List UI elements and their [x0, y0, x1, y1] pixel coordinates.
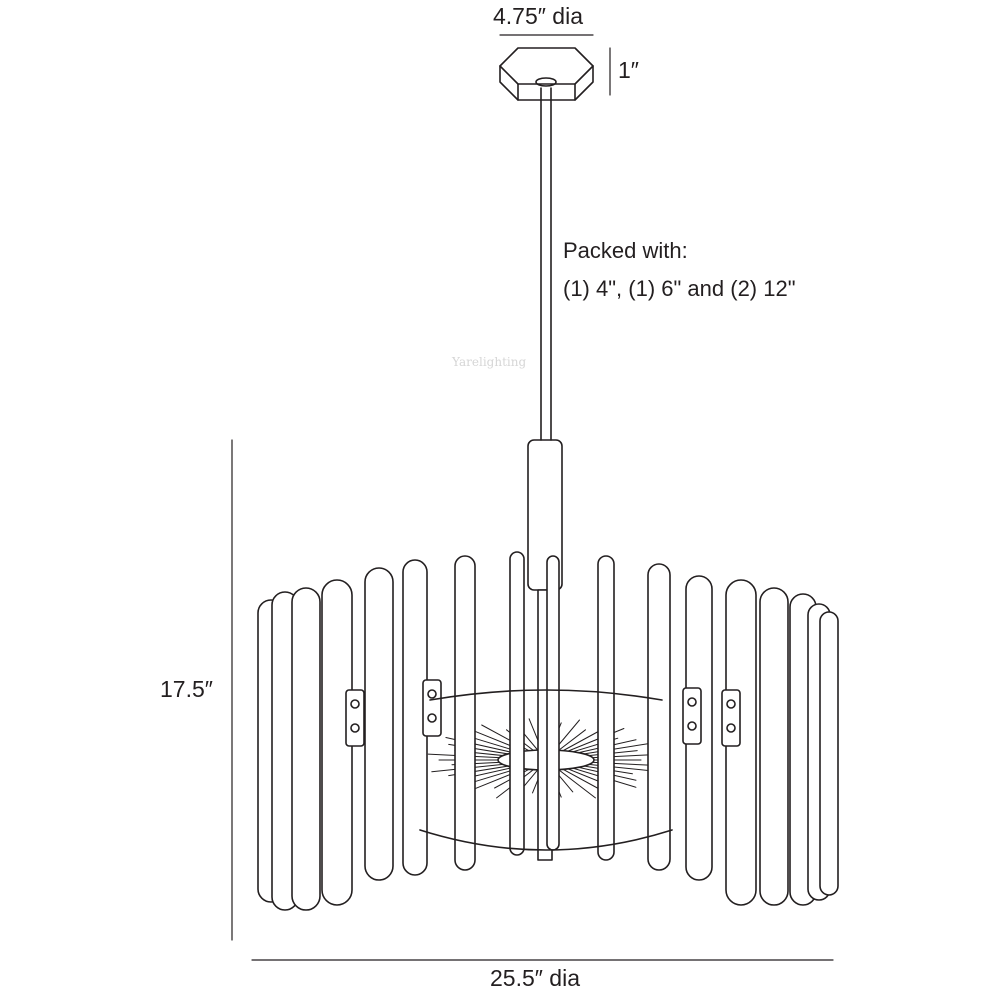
bracket-hole: [687, 697, 697, 707]
glass-fin: [364, 567, 394, 881]
bracket-hole: [427, 713, 437, 723]
upper-ring: [429, 689, 663, 701]
packed-with-rods: (1) 4", (1) 6" and (2) 12": [563, 276, 796, 301]
glass-fin: [509, 551, 525, 856]
canopy: [499, 47, 594, 101]
bracket-hole: [687, 721, 697, 731]
glass-fin: [819, 611, 839, 896]
canopy-height-label: 1″: [618, 57, 639, 83]
glass-fin: [597, 555, 615, 861]
overall-height-label: 17.5″: [160, 676, 213, 702]
lower-ring: [419, 829, 673, 851]
mount-bracket: [345, 689, 365, 747]
bracket-hole: [726, 723, 736, 733]
down-rod: [527, 87, 563, 591]
canopy-diameter-label: 4.75″ dia: [493, 3, 583, 29]
mount-bracket: [422, 679, 442, 737]
mount-bracket: [682, 687, 702, 745]
glass-fin: [759, 587, 789, 906]
fixture-body: [257, 551, 839, 911]
bracket-hole: [350, 699, 360, 709]
mount-bracket: [721, 689, 741, 747]
bracket-hole: [350, 723, 360, 733]
packed-with-heading: Packed with:: [563, 238, 688, 263]
glass-fin: [647, 563, 671, 871]
glass-fin: [454, 555, 476, 871]
bracket-hole: [726, 699, 736, 709]
glass-fin: [546, 555, 560, 851]
fixture-diameter-label: 25.5″ dia: [490, 965, 580, 991]
bracket-hole: [427, 689, 437, 699]
watermark: Yarelighting: [452, 355, 527, 369]
glass-fin: [291, 587, 321, 911]
